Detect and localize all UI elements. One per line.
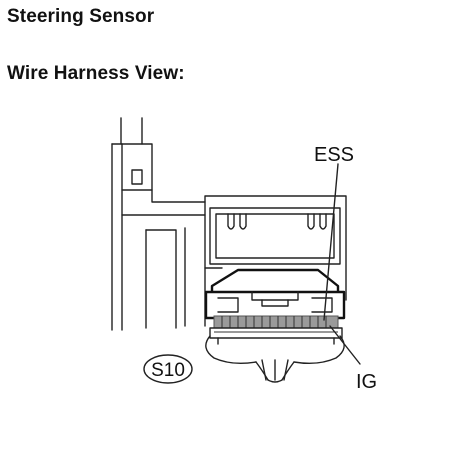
callout-ess-leader	[323, 163, 339, 321]
wire-bundle	[205, 335, 345, 383]
view-title: Wire Harness View:	[7, 63, 185, 84]
callout-ess-label: ESS	[314, 144, 354, 166]
callout-ig-label: IG	[356, 371, 377, 393]
connector-s10	[204, 268, 346, 345]
callout-ig-leader	[329, 325, 361, 365]
terminal-row	[213, 315, 339, 329]
connector-id-badge: S10	[143, 354, 193, 384]
upper-socket	[209, 207, 341, 265]
page-title: Steering Sensor	[7, 6, 155, 27]
connector-id-label: S10	[151, 360, 185, 381]
sensor-housing	[111, 117, 347, 331]
